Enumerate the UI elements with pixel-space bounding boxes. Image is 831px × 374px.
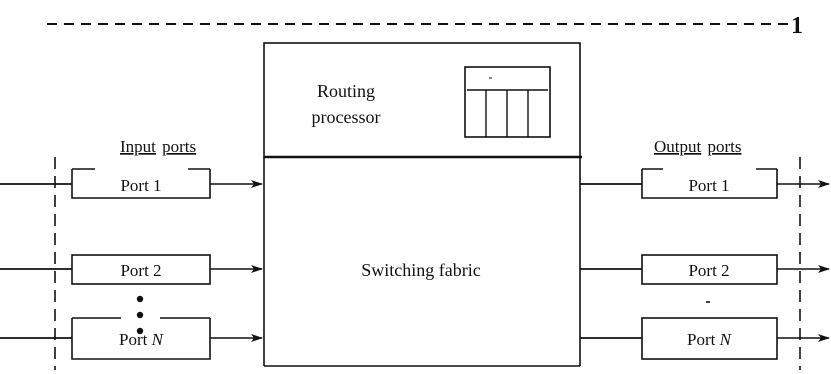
figure-number: 1 — [791, 13, 803, 39]
routing-table-icon — [464, 66, 551, 138]
input-port-n: Port N — [0, 317, 263, 360]
routing-processor-label-line1: Routing — [317, 81, 375, 101]
output-ports-heading: Output ports — [654, 137, 741, 156]
output-port-1-label: Port 1 — [688, 176, 729, 195]
routing-processor-box — [263, 42, 581, 158]
output-port-2: Port 2 — [580, 254, 830, 285]
input-port-2-label: Port 2 — [120, 261, 161, 280]
output-port-n: Port N — [580, 301, 830, 360]
input-port-1-label: Port 1 — [120, 176, 161, 195]
switching-fabric-label: Switching fabric — [361, 260, 480, 280]
routing-processor-label-line2: processor — [312, 107, 381, 127]
port-ellipsis-dots — [136, 295, 144, 335]
output-port-n-label: Port N — [687, 330, 733, 349]
input-port-2: Port 2 — [0, 254, 263, 285]
input-port-n-label: Port N — [119, 330, 165, 349]
input-ports-heading: Input ports — [120, 137, 196, 156]
output-port-2-label: Port 2 — [688, 261, 729, 280]
input-port-1: Port 1 — [0, 168, 263, 199]
output-port-1: Port 1 — [580, 168, 830, 199]
